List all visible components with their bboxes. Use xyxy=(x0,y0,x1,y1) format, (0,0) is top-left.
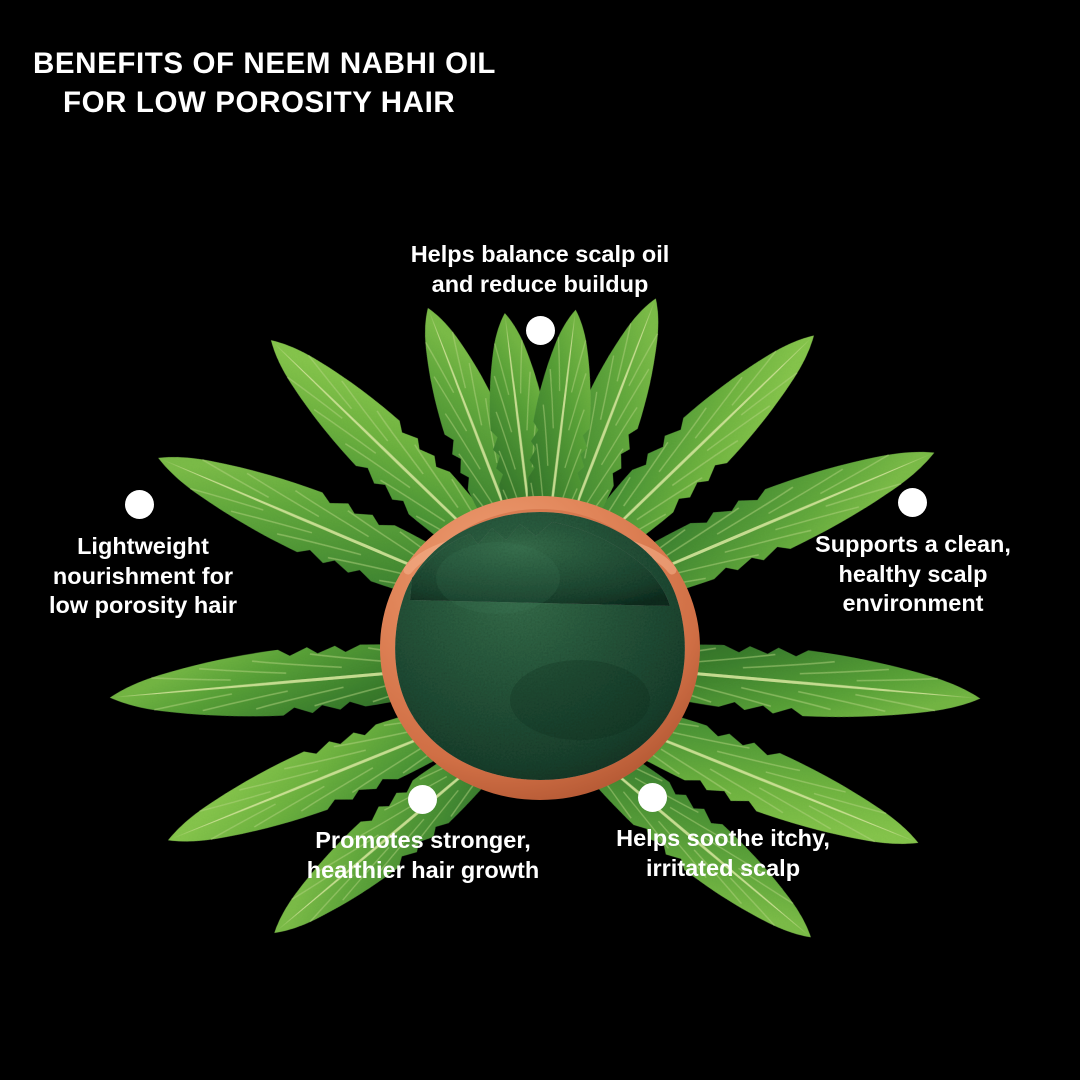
callout-bottom-right-text: Helps soothe itchy, irritated scalp xyxy=(616,825,830,881)
callout-left[interactable]: Lightweight nourishment for low porosity… xyxy=(18,488,268,621)
callout-top-text: Helps balance scalp oil and reduce build… xyxy=(410,241,670,297)
callout-bottom-left[interactable]: Promotes stronger, healthier hair growth xyxy=(223,784,623,885)
callout-right[interactable]: Supports a clean, healthy scalp environm… xyxy=(788,486,1038,619)
title-line-2: FOR LOW POROSITY HAIR xyxy=(63,86,456,119)
callout-bottom-right[interactable]: Helps soothe itchy, irritated scalp xyxy=(523,782,923,883)
callout-dot-icon xyxy=(898,488,927,517)
terracotta-bowl xyxy=(380,496,700,800)
callout-dot-icon xyxy=(125,490,154,519)
page-title: BENEFITS OF NEEM NABHI OIL FOR LOW POROS… xyxy=(33,44,733,122)
callout-dot-icon xyxy=(525,316,555,345)
neem-paste xyxy=(395,512,685,780)
callout-bottom-left-text: Promotes stronger, healthier hair growth xyxy=(306,827,540,883)
title-line-1: BENEFITS OF NEEM NABHI OIL xyxy=(33,47,497,80)
callout-right-text: Supports a clean, healthy scalp environm… xyxy=(815,531,1011,616)
callout-top[interactable]: Helps balance scalp oil and reduce build… xyxy=(340,240,740,345)
callout-dot-icon xyxy=(408,785,437,814)
callout-left-text: Lightweight nourishment for low porosity… xyxy=(48,533,238,618)
callout-dot-icon xyxy=(638,783,667,812)
